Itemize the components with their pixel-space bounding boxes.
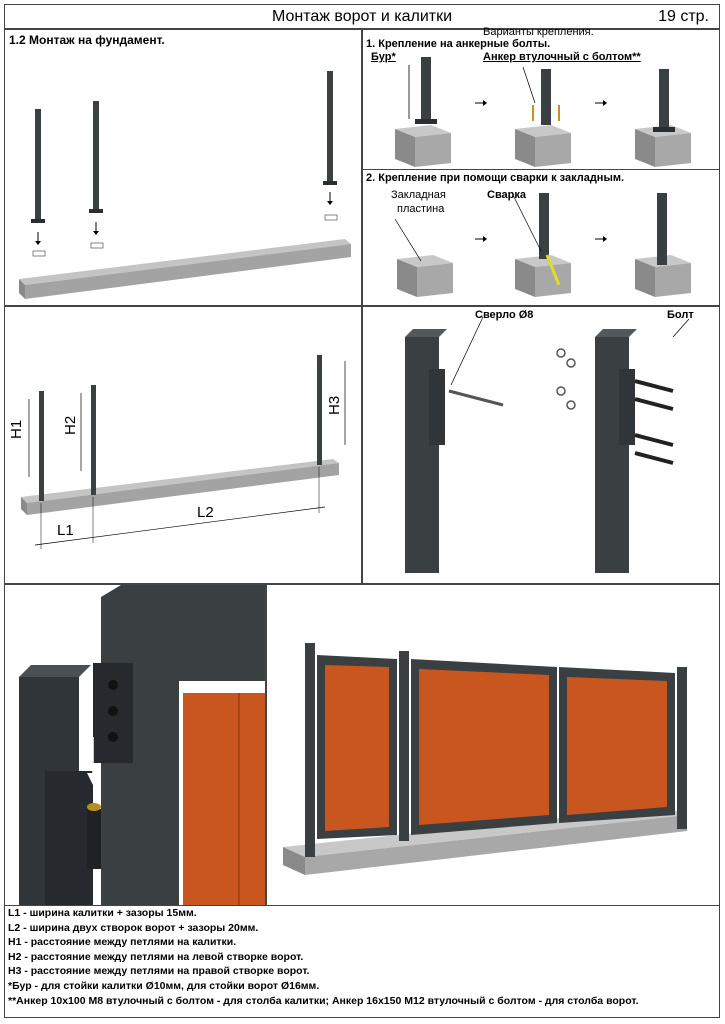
plate-label-1: Закладная bbox=[391, 189, 446, 201]
drill-bit-label: Сверло Ø8 bbox=[475, 309, 534, 321]
weld-label: Сварка bbox=[487, 189, 527, 201]
foundation-illustration bbox=[19, 71, 351, 299]
drill-label: Бур* bbox=[371, 51, 396, 63]
bolt-label: Болт bbox=[667, 309, 694, 321]
legend: L1 - ширина калитки + зазоры 15мм. L2 - … bbox=[4, 906, 720, 1008]
legend-line: **Анкер 10x100 M8 втулочный с болтом - д… bbox=[8, 994, 639, 1007]
variants-panel: Варианты крепления. 1. Крепление на анке… bbox=[362, 26, 720, 306]
page-title: Монтаж ворот и калитки bbox=[271, 8, 453, 25]
plate-label-2: пластина bbox=[397, 203, 445, 215]
page-number: 19 стр. bbox=[658, 8, 709, 25]
dimensions-illustration: H1 H2 H3 L1 L2 bbox=[8, 355, 346, 549]
anchor-variant-title: 1. Крепление на анкерные болты. bbox=[366, 38, 551, 50]
dimensions-panel: H1 H2 H3 L1 L2 bbox=[4, 306, 362, 584]
section-title: 1.2 Монтаж на фундамент. bbox=[9, 33, 165, 47]
weld-variant-illustration bbox=[394, 193, 691, 297]
hinge-drilling-panel: Сверло Ø8 Болт bbox=[362, 306, 720, 584]
legend-line: H3 - расстояние между петлями на правой … bbox=[8, 965, 310, 978]
h1-label: H1 bbox=[8, 420, 25, 439]
legend-line: H1 - расстояние между петлями на калитки… bbox=[8, 936, 237, 949]
legend-line: *Бур - для стойки калитки Ø10мм, для сто… bbox=[8, 979, 320, 992]
legend-line: H2 - расстояние между петлями на левой с… bbox=[8, 950, 304, 963]
foundation-panel: 1.2 Монтаж на фундамент. bbox=[4, 28, 362, 306]
page-header: Монтаж ворот и калитки 19 стр. bbox=[5, 5, 719, 30]
weld-variant-title: 2. Крепление при помощи сварки к закладн… bbox=[366, 172, 625, 184]
variant-divider bbox=[363, 169, 719, 170]
hinge-closeup-illustration bbox=[5, 585, 265, 905]
legend-line: L1 - ширина калитки + зазоры 15мм. bbox=[8, 907, 197, 919]
h2-label: H2 bbox=[62, 416, 79, 435]
anchor-variant-illustration bbox=[395, 57, 691, 167]
variants-title: Варианты крепления. bbox=[483, 26, 594, 38]
l1-label: L1 bbox=[57, 522, 74, 539]
legend-line: L2 - ширина двух створок ворот + зазоры … bbox=[8, 921, 259, 934]
l2-label: L2 bbox=[197, 504, 214, 521]
gate-render-illustration bbox=[283, 643, 687, 875]
hinge-closeup-panel bbox=[4, 584, 266, 906]
anchor-label: Анкер втулочный с болтом** bbox=[483, 51, 641, 63]
hinge-drilling-illustration bbox=[405, 316, 690, 573]
gate-render-panel bbox=[266, 584, 720, 906]
h3-label: H3 bbox=[326, 396, 343, 415]
